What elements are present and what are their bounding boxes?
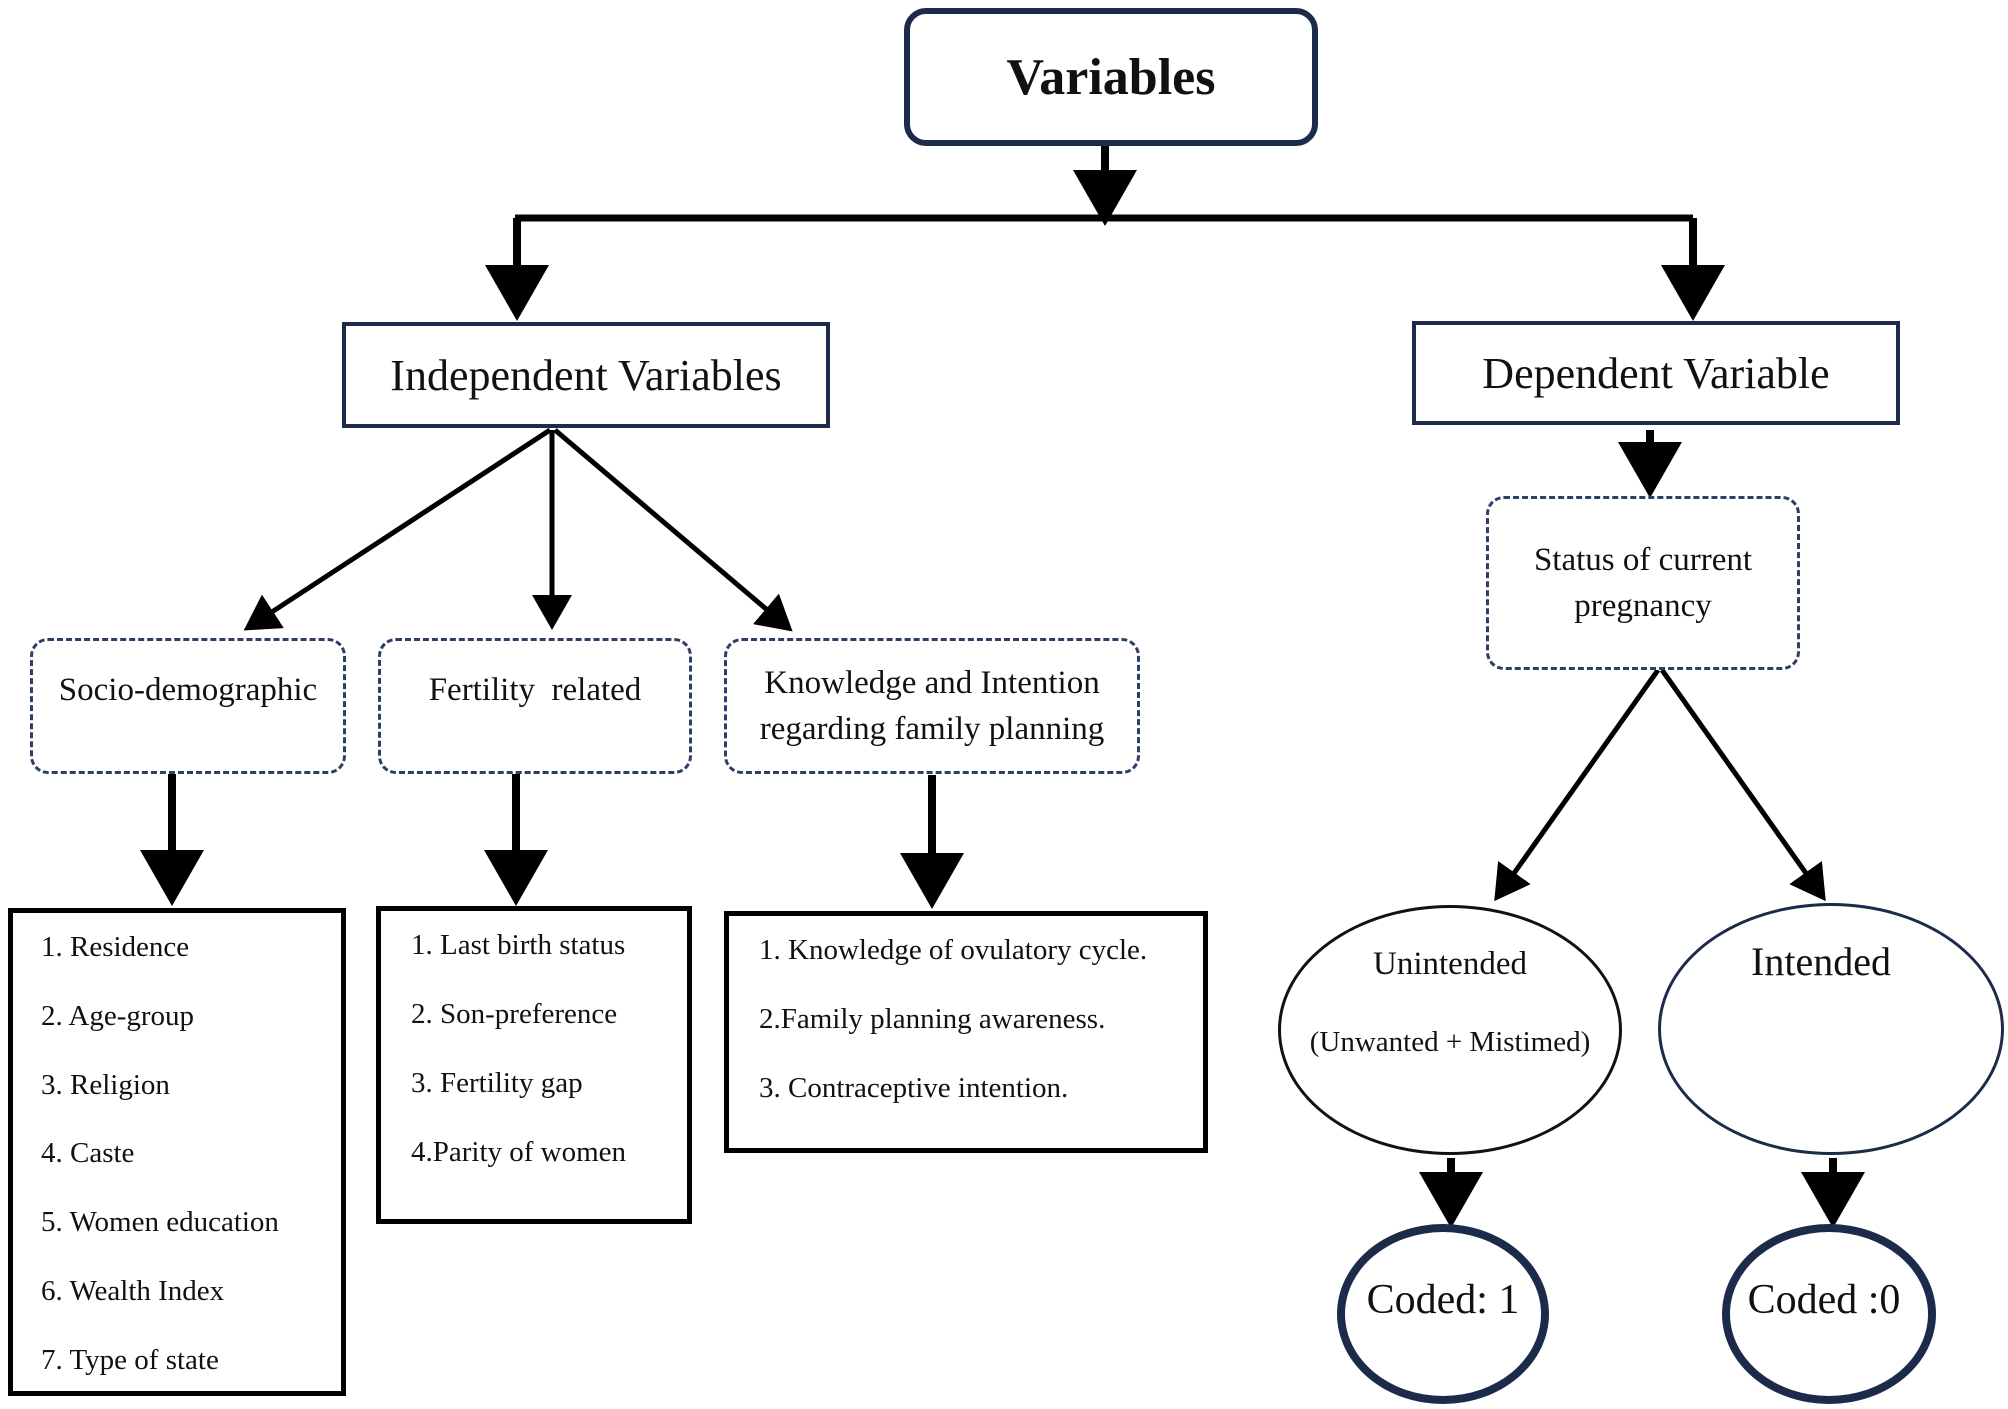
- list-item: 6. Wealth Index: [41, 1275, 225, 1307]
- list-item: 3. Religion: [41, 1069, 170, 1101]
- pregnancy-status-box: Status of current pregnancy: [1486, 496, 1800, 670]
- list-item: 2.Family planning awareness.: [759, 1003, 1106, 1035]
- list-item: 1. Residence: [41, 931, 190, 963]
- coded-1-circle: Coded: 1: [1337, 1224, 1549, 1404]
- unintended-ellipse: Unintended (Unwanted + Mistimed): [1278, 905, 1622, 1155]
- fertility-related-label: Fertility related: [428, 672, 642, 708]
- arrow-status-intended: [1659, 668, 1826, 902]
- variables-box: Variables: [904, 8, 1318, 146]
- list-item: 5. Women education: [41, 1206, 279, 1238]
- socio-demographic-list: 1. Residence 2. Age-group 3. Religion 4.…: [8, 908, 346, 1396]
- pregnancy-status-line2: pregnancy: [1574, 588, 1712, 624]
- socio-demographic-box: Socio-demographic: [30, 638, 346, 774]
- coded-1-label: Coded: 1: [1366, 1277, 1520, 1323]
- coded-0-circle: Coded :0: [1722, 1224, 1936, 1404]
- coded-0-label: Coded :0: [1747, 1277, 1901, 1323]
- fertility-related-box: Fertility related: [378, 638, 692, 774]
- list-item: 4.Parity of women: [411, 1136, 627, 1168]
- unintended-label: Unintended: [1373, 946, 1527, 982]
- list-item: 2. Age-group: [41, 1000, 195, 1032]
- pregnancy-status-line1: Status of current: [1533, 541, 1753, 578]
- knowledge-intention-label-line1: Knowledge and Intention: [764, 664, 1100, 701]
- knowledge-intention-label-line2: regarding family planning: [759, 711, 1105, 747]
- knowledge-intention-box: Knowledge and Intention regarding family…: [724, 638, 1140, 774]
- arrow-status-unintended: [1494, 668, 1661, 902]
- list-item: 2. Son-preference: [411, 998, 618, 1030]
- list-item: 1. Knowledge of ovulatory cycle.: [759, 934, 1148, 966]
- socio-demographic-label: Socio-demographic: [58, 672, 318, 708]
- fertility-related-list: 1. Last birth status 2. Son-preference 3…: [376, 906, 692, 1224]
- list-item: 4. Caste: [41, 1137, 135, 1169]
- list-item: 7. Type of state: [41, 1344, 219, 1376]
- dependent-variable-label: Dependent Variable: [1482, 348, 1830, 398]
- list-item: 3. Contraceptive intention.: [759, 1072, 1069, 1104]
- knowledge-intention-list: 1. Knowledge of ovulatory cycle. 2.Famil…: [724, 911, 1208, 1153]
- unintended-sub-label: (Unwanted + Mistimed): [1309, 1026, 1591, 1058]
- intended-label: Intended: [1751, 939, 1891, 984]
- arrow-to-knowledge: [553, 428, 793, 632]
- variables-label: Variables: [1006, 48, 1216, 106]
- list-item: 1. Last birth status: [411, 929, 626, 961]
- independent-variables-label: Independent Variables: [390, 350, 782, 400]
- dependent-variable-box: Dependent Variable: [1412, 321, 1900, 425]
- independent-variables-box: Independent Variables: [342, 322, 830, 428]
- list-item: 3. Fertility gap: [411, 1067, 583, 1099]
- intended-ellipse: Intended: [1658, 903, 2004, 1155]
- arrow-to-socio: [243, 427, 552, 631]
